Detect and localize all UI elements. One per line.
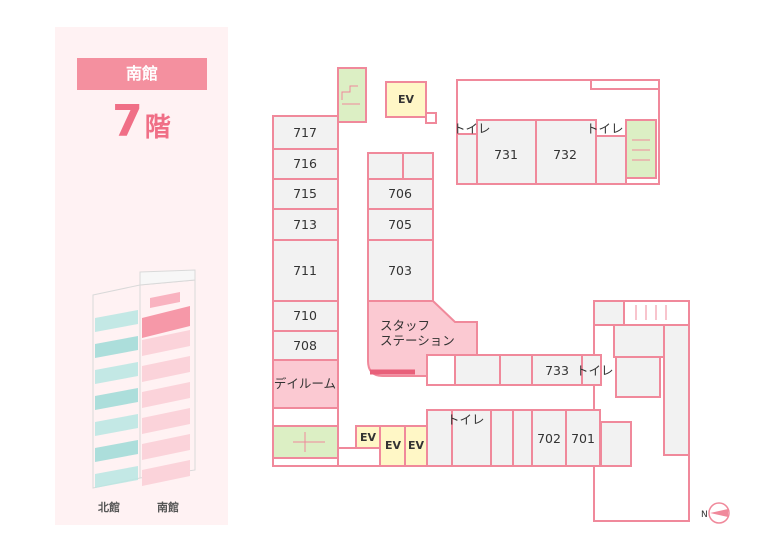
label-ev-south-2: EV	[385, 439, 402, 452]
thumb-north-slab	[95, 440, 138, 462]
label-717: 717	[293, 125, 317, 140]
label-731: 731	[494, 147, 518, 162]
elevator-north[interactable]	[385, 81, 427, 118]
room-701[interactable]	[565, 409, 601, 467]
room-732[interactable]	[535, 119, 597, 185]
thumb-south-slab	[142, 382, 190, 408]
floor-number-title: 7階	[55, 94, 228, 150]
label-711: 711	[293, 263, 317, 278]
thumb-north-slab	[95, 336, 138, 358]
label-713: 713	[293, 217, 317, 232]
thumb-south-slab	[142, 330, 190, 356]
thumbnail-north-label: 北館	[98, 501, 120, 514]
label-ev-south-3: EV	[408, 439, 425, 452]
room-708[interactable]	[272, 330, 339, 361]
thumbnail-south-label: 南館	[157, 501, 179, 514]
label-716: 716	[293, 156, 317, 171]
label-706: 706	[388, 186, 412, 201]
label-ev-north: EV	[398, 93, 415, 106]
room-705[interactable]	[367, 208, 434, 241]
thumb-south-slab	[142, 408, 190, 434]
room-711[interactable]	[272, 239, 339, 302]
label-715: 715	[293, 186, 317, 201]
room-715[interactable]	[272, 178, 339, 210]
label-toilet-north-1: トイレ	[453, 121, 491, 136]
label-ev-south-1: EV	[360, 431, 377, 444]
room-702[interactable]	[531, 409, 567, 467]
label-708: 708	[293, 338, 317, 353]
room-713[interactable]	[272, 208, 339, 241]
label-733: 733	[545, 363, 569, 378]
elevator-south-2[interactable]	[379, 425, 406, 467]
label-dayroom: デイルーム	[274, 376, 336, 391]
room-706[interactable]	[367, 178, 434, 210]
thumb-north-slab	[95, 466, 138, 488]
room-703[interactable]	[367, 239, 434, 302]
room-731[interactable]	[476, 119, 537, 185]
label-703: 703	[388, 263, 412, 278]
thumb-north-slab	[95, 414, 138, 436]
label-toilet-north-2: トイレ	[586, 121, 624, 136]
label-702: 702	[537, 431, 561, 446]
stairwell-northeast	[625, 119, 657, 179]
label-710: 710	[293, 308, 317, 323]
elevator-south-3[interactable]	[404, 425, 428, 467]
label-toilet-south: トイレ	[447, 412, 485, 427]
staff-station[interactable]	[367, 300, 478, 377]
floor-number: 7	[112, 96, 143, 147]
compass-icon: N	[701, 502, 730, 524]
thumb-south-slab	[142, 434, 190, 460]
thumb-north-slab	[95, 310, 138, 332]
building-name-badge: 南館	[77, 58, 207, 90]
stairwell-northwest	[337, 67, 367, 123]
label-732: 732	[553, 147, 577, 162]
room-716[interactable]	[272, 148, 339, 180]
room-710[interactable]	[272, 300, 339, 332]
label-toilet-east: トイレ	[576, 363, 614, 378]
floor-unit: 階	[144, 113, 171, 143]
compass-label: N	[701, 510, 708, 520]
thumb-north-slab	[95, 388, 138, 410]
label-701: 701	[571, 431, 595, 446]
label-staff-2: ステーション	[380, 333, 455, 348]
label-705: 705	[388, 217, 412, 232]
thumb-south-slab	[142, 356, 190, 382]
dayroom[interactable]	[272, 359, 339, 409]
thumb-south-slab	[142, 460, 190, 486]
label-staff-1: スタッフ	[380, 318, 430, 333]
thumb-north-slab	[95, 362, 138, 384]
